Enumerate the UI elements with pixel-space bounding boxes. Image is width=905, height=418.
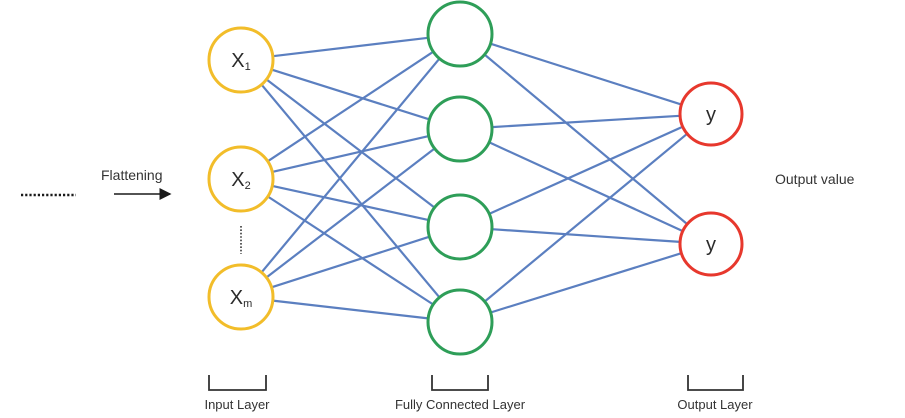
flattening-label: Flattening xyxy=(101,167,162,183)
input-hidden-edge-1-2 xyxy=(271,68,430,121)
input-hidden-edge-1-4 xyxy=(260,83,441,299)
output-layer-nodes: y y xyxy=(678,81,744,277)
hidden-output-edge-1-2 xyxy=(483,53,688,225)
input-node-1: X1 xyxy=(207,26,275,94)
input-hidden-edge-3-1 xyxy=(260,57,441,274)
input-layer-caption: Input Layer xyxy=(204,397,270,412)
input-hidden-edge-3-4 xyxy=(272,299,429,320)
hidden-node-2 xyxy=(426,95,494,163)
fully-connected-layer-bracket xyxy=(431,375,489,391)
hidden-node-1 xyxy=(426,0,494,68)
input-hidden-edge-3-2 xyxy=(265,147,436,279)
hidden-node-3 xyxy=(426,193,494,261)
input-hidden-edge-2-4 xyxy=(267,195,434,306)
input-node-2-label: X2 xyxy=(231,169,250,192)
fully-connected-layer-caption: Fully Connected Layer xyxy=(395,397,526,412)
input-hidden-edge-1-1 xyxy=(272,36,429,58)
output-node-2: y xyxy=(678,211,744,277)
hidden-output-edge-4-2 xyxy=(490,252,682,314)
hidden-node-4 xyxy=(426,288,494,356)
hidden-output-edge-3-2 xyxy=(491,228,681,243)
input-hidden-edge-2-1 xyxy=(267,50,434,163)
input-node-m-label: Xm xyxy=(230,287,253,310)
hidden-output-edge-3-1 xyxy=(488,125,684,215)
connections-group xyxy=(260,36,688,320)
input-hidden-edge-2-3 xyxy=(272,184,429,222)
input-node-1-label: X1 xyxy=(231,50,250,73)
hidden-output-edge-2-1 xyxy=(491,114,681,129)
input-hidden-edge-2-2 xyxy=(271,135,430,173)
output-layer-caption: Output Layer xyxy=(677,397,753,412)
input-hidden-edge-3-3 xyxy=(271,235,430,289)
input-layer-nodes: X1 X2 Xm xyxy=(207,26,275,331)
hidden-output-edge-4-1 xyxy=(483,132,688,303)
output-value-label: Output value xyxy=(775,171,855,187)
output-node-1: y xyxy=(678,81,744,147)
output-node-1-label: y xyxy=(706,104,716,126)
input-hidden-edge-1-3 xyxy=(265,78,436,209)
input-node-2: X2 xyxy=(207,145,275,213)
output-layer-bracket xyxy=(687,375,744,391)
input-layer-bracket xyxy=(208,375,267,391)
output-node-2-label: y xyxy=(706,234,716,256)
hidden-output-edge-2-2 xyxy=(488,141,684,233)
input-node-m: Xm xyxy=(207,263,275,331)
hidden-layer-nodes xyxy=(426,0,494,356)
hidden-output-edge-1-1 xyxy=(490,42,682,106)
